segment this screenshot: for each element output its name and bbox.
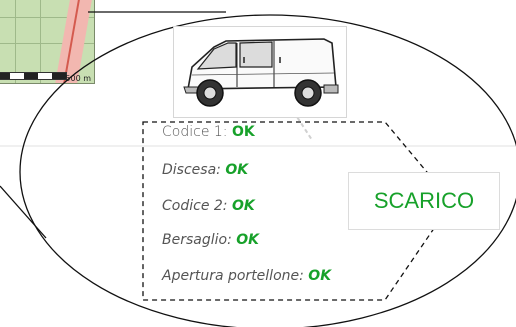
check-codice-1: Codice 1: OK [162, 124, 255, 140]
connector-line-left [0, 185, 47, 239]
check-bersaglio: Bersaglio: OK [162, 232, 259, 248]
van-icon [183, 38, 339, 107]
check-apertura-portellone: Apertura portellone: OK [162, 268, 332, 284]
callout-ellipse [19, 14, 516, 327]
operation-label: SCARICO [348, 172, 500, 230]
map-inset: 500 m [0, 0, 95, 84]
van-illustration [173, 26, 347, 118]
check-discesa: Discesa: OK [162, 162, 249, 178]
check-codice-2: Codice 2: OK [162, 198, 255, 214]
scale-label: 500 m [65, 74, 91, 83]
checklist-outline [142, 121, 453, 301]
scale-bar [0, 72, 67, 80]
